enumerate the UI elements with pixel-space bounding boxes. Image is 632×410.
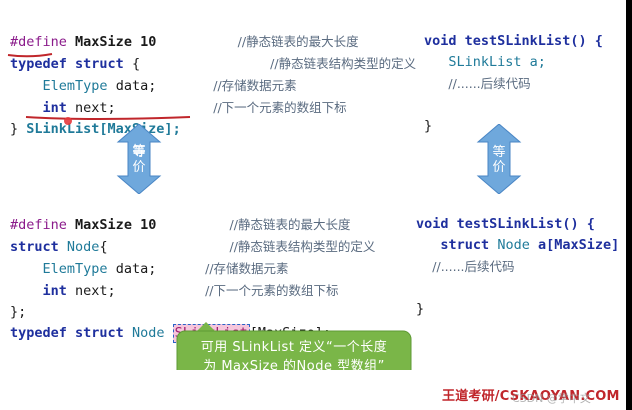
struct-keyword: struct: [75, 56, 124, 72]
code-line: typedef struct { //静态链表结构类型的定义: [10, 56, 416, 72]
struct-keyword: struct: [75, 325, 124, 341]
window-edge: [626, 0, 632, 410]
callout-bubble: [176, 322, 412, 370]
code-comment: //......后续代码: [448, 76, 531, 91]
function-signature: testSLinkList() {: [456, 216, 595, 232]
open-brace: {: [99, 239, 108, 255]
code-line: ElemType data; //存储数据元素: [10, 78, 297, 94]
code-line: struct Node{ //静态链表结构类型的定义: [10, 239, 375, 255]
macro-name: MaxSize: [75, 217, 132, 233]
code-comment: //静态链表结构类型的定义: [229, 239, 376, 254]
struct-keyword: struct: [440, 237, 490, 253]
code-block-top-right: void testSLinkList() { SLinkList a; //..…: [424, 10, 603, 158]
macro-value: 10: [140, 217, 157, 233]
equivalence-label-right: 等价: [484, 145, 514, 175]
type-name: ElemType: [42, 78, 108, 94]
struct-keyword: struct: [10, 239, 59, 255]
void-keyword: void: [424, 33, 457, 49]
void-keyword: void: [416, 216, 449, 232]
code-line: int next; //下一个元素的数组下标: [10, 100, 347, 116]
macro-value: 10: [140, 34, 157, 50]
equivalence-text: 等价: [492, 145, 506, 175]
code-line: void testSLinkList() {: [424, 33, 603, 49]
code-comment: //下一个元素的数组下标: [205, 283, 339, 298]
code-line: //......后续代码: [416, 259, 515, 275]
code-block-top-left: #define MaxSize 10 //静态链表的最大长度 typedef s…: [10, 10, 416, 161]
close-brace: }: [424, 118, 433, 134]
define-keyword: #define: [10, 34, 67, 50]
type-name: Node: [66, 239, 100, 255]
typedef-keyword: typedef: [10, 56, 67, 72]
code-block-bottom-right: void testSLinkList() { struct Node a[Max…: [416, 193, 619, 341]
field-name: next;: [75, 100, 116, 116]
type-name: ElemType: [42, 261, 108, 277]
array-declaration: a[MaxSize]: [537, 237, 620, 253]
function-signature: testSLinkList() {: [464, 33, 603, 49]
close-brace: }: [416, 301, 425, 317]
type-name: int: [42, 283, 67, 299]
code-line: ElemType data; //存储数据元素: [10, 261, 289, 277]
code-line: }: [424, 118, 432, 134]
code-line: #define MaxSize 10 //静态链表的最大长度: [10, 34, 359, 50]
code-comment: //静态链表结构类型的定义: [270, 56, 417, 71]
code-comment: //......后续代码: [432, 259, 515, 274]
equivalence-text: 等价: [132, 145, 146, 175]
code-line: #define MaxSize 10 //静态链表的最大长度: [10, 217, 350, 233]
code-line: }: [416, 301, 424, 317]
callout-text: 可用 SLinkList 定义“一个长度 为 MaxSize 的Node 型数组…: [176, 338, 412, 376]
callout-line: 为 MaxSize 的Node 型数组”: [203, 359, 385, 374]
close-brace: }: [10, 121, 27, 137]
code-line: };: [10, 304, 26, 320]
code-line: SLinkList a;: [424, 54, 546, 70]
code-comment: //存储数据元素: [213, 78, 297, 93]
type-name: Node: [497, 237, 530, 253]
code-line: int next; //下一个元素的数组下标: [10, 283, 339, 299]
code-block-bottom-left: #define MaxSize 10 //静态链表的最大长度 struct No…: [10, 193, 375, 365]
equivalence-arrow-left: 等: [116, 124, 162, 194]
callout-line: 可用 SLinkList 定义“一个长度: [200, 340, 388, 355]
code-line: void testSLinkList() {: [416, 216, 595, 232]
code-comment: //静态链表的最大长度: [229, 217, 351, 232]
code-line: struct Node a[MaxSize]: [416, 237, 619, 253]
equivalence-label-left: 等价: [124, 145, 154, 175]
field-name: data;: [115, 261, 157, 277]
equivalence-arrow-right: [476, 124, 522, 194]
equivalence-label: 等: [132, 143, 145, 159]
field-name: data;: [115, 78, 157, 94]
watermark: CSDN @学中文: [512, 392, 591, 405]
close-brace: };: [10, 304, 27, 320]
type-name: int: [42, 100, 67, 116]
define-keyword: #define: [10, 217, 67, 233]
type-name: Node: [131, 325, 165, 341]
field-name: next;: [75, 283, 116, 299]
macro-name: MaxSize: [75, 34, 132, 50]
variable-declaration: SLinkList a;: [448, 54, 546, 70]
footer-brand: 王道考研/CSKAOYAN.COM: [442, 389, 620, 404]
code-line: [416, 280, 424, 296]
code-line: //......后续代码: [424, 76, 531, 92]
code-comment: //静态链表的最大长度: [237, 34, 359, 49]
typedef-keyword: typedef: [10, 325, 67, 341]
code-comment: //存储数据元素: [205, 261, 289, 276]
code-comment: //下一个元素的数组下标: [213, 100, 347, 115]
open-brace: {: [131, 56, 141, 72]
